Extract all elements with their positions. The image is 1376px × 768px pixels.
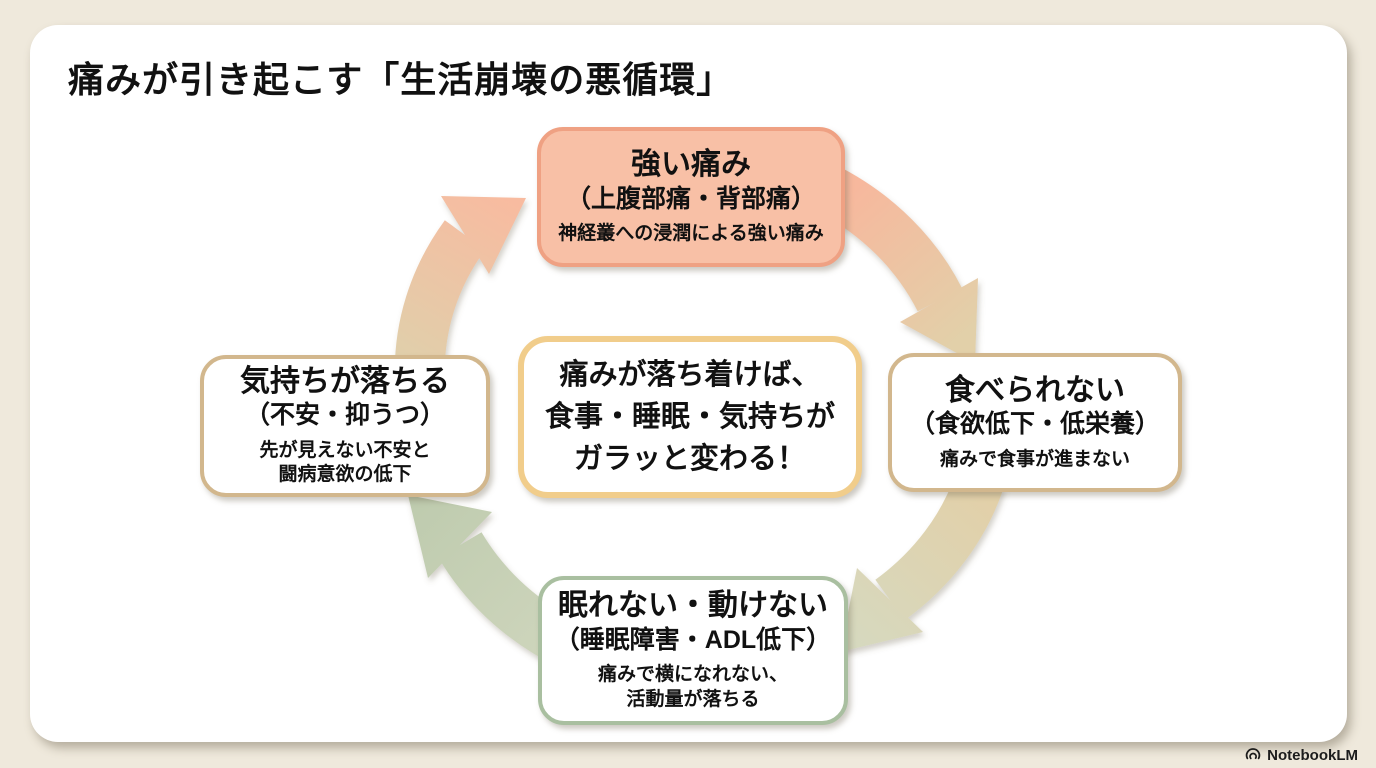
notebooklm-icon (1245, 748, 1261, 760)
brand-footer: NotebookLM (1244, 746, 1358, 764)
node-note: 先が見えない不安と 闘病意欲の低下 (259, 439, 430, 488)
node-note: 痛みで食事が進まない (939, 448, 1130, 470)
node-note-line: 痛みで横になれない、 (597, 664, 788, 686)
node-subheading: （不安・抑うつ） (244, 401, 445, 430)
node-note: 痛みで横になれない、 活動量が落ちる (598, 663, 788, 712)
arrow-top-to-right (817, 167, 978, 363)
node-note: 神経叢への浸潤による強い痛み (558, 223, 824, 245)
node-note-line: 闘病意欲の低下 (278, 464, 412, 486)
cycle-node-low-mood: 気持ちが落ちる （不安・抑うつ） 先が見えない不安と 闘病意欲の低下 (200, 355, 490, 497)
node-heading: 強い痛み (631, 148, 751, 182)
brand-label: NotebookLM (1267, 746, 1358, 764)
center-message-box: 痛みが落ち着けば、 食事・睡眠・気持ちが ガラッと変わる！ (518, 336, 862, 498)
cycle-node-pain: 強い痛み （上腹部痛・背部痛） 神経叢への浸潤による強い痛み (537, 127, 845, 267)
node-note-line: 先が見えない不安と (259, 439, 431, 461)
diagram-card: 痛みが引き起こす「生活崩壊の悪循環」 (30, 25, 1347, 742)
node-heading: 気持ちが落ちる (240, 364, 450, 398)
page-title: 痛みが引き起こす「生活崩壊の悪循環」 (68, 59, 734, 100)
arrow-left-to-top (394, 196, 526, 382)
center-message-line: ガラッと変わる！ (573, 443, 806, 476)
node-heading: 食べられない (945, 373, 1125, 407)
node-subheading: （食欲低下・低栄養） (909, 410, 1160, 439)
center-message-line: 食事・睡眠・気持ちが (544, 400, 835, 433)
cycle-node-cannot-sleep-move: 眠れない・動けない （睡眠障害・ADL低下） 痛みで横になれない、 活動量が落ち… (538, 576, 848, 725)
node-subheading: （睡眠障害・ADL低下） (554, 625, 832, 654)
arrow-right-to-bottom (840, 471, 1004, 652)
node-note-line: 活動量が落ちる (626, 688, 760, 710)
center-message-line: 痛みが落ち着けば、 (559, 358, 821, 391)
cycle-node-cannot-eat: 食べられない （食欲低下・低栄養） 痛みで食事が進まない (888, 353, 1182, 492)
node-heading: 眠れない・動けない (558, 589, 828, 623)
node-subheading: （上腹部痛・背部痛） (565, 184, 816, 213)
